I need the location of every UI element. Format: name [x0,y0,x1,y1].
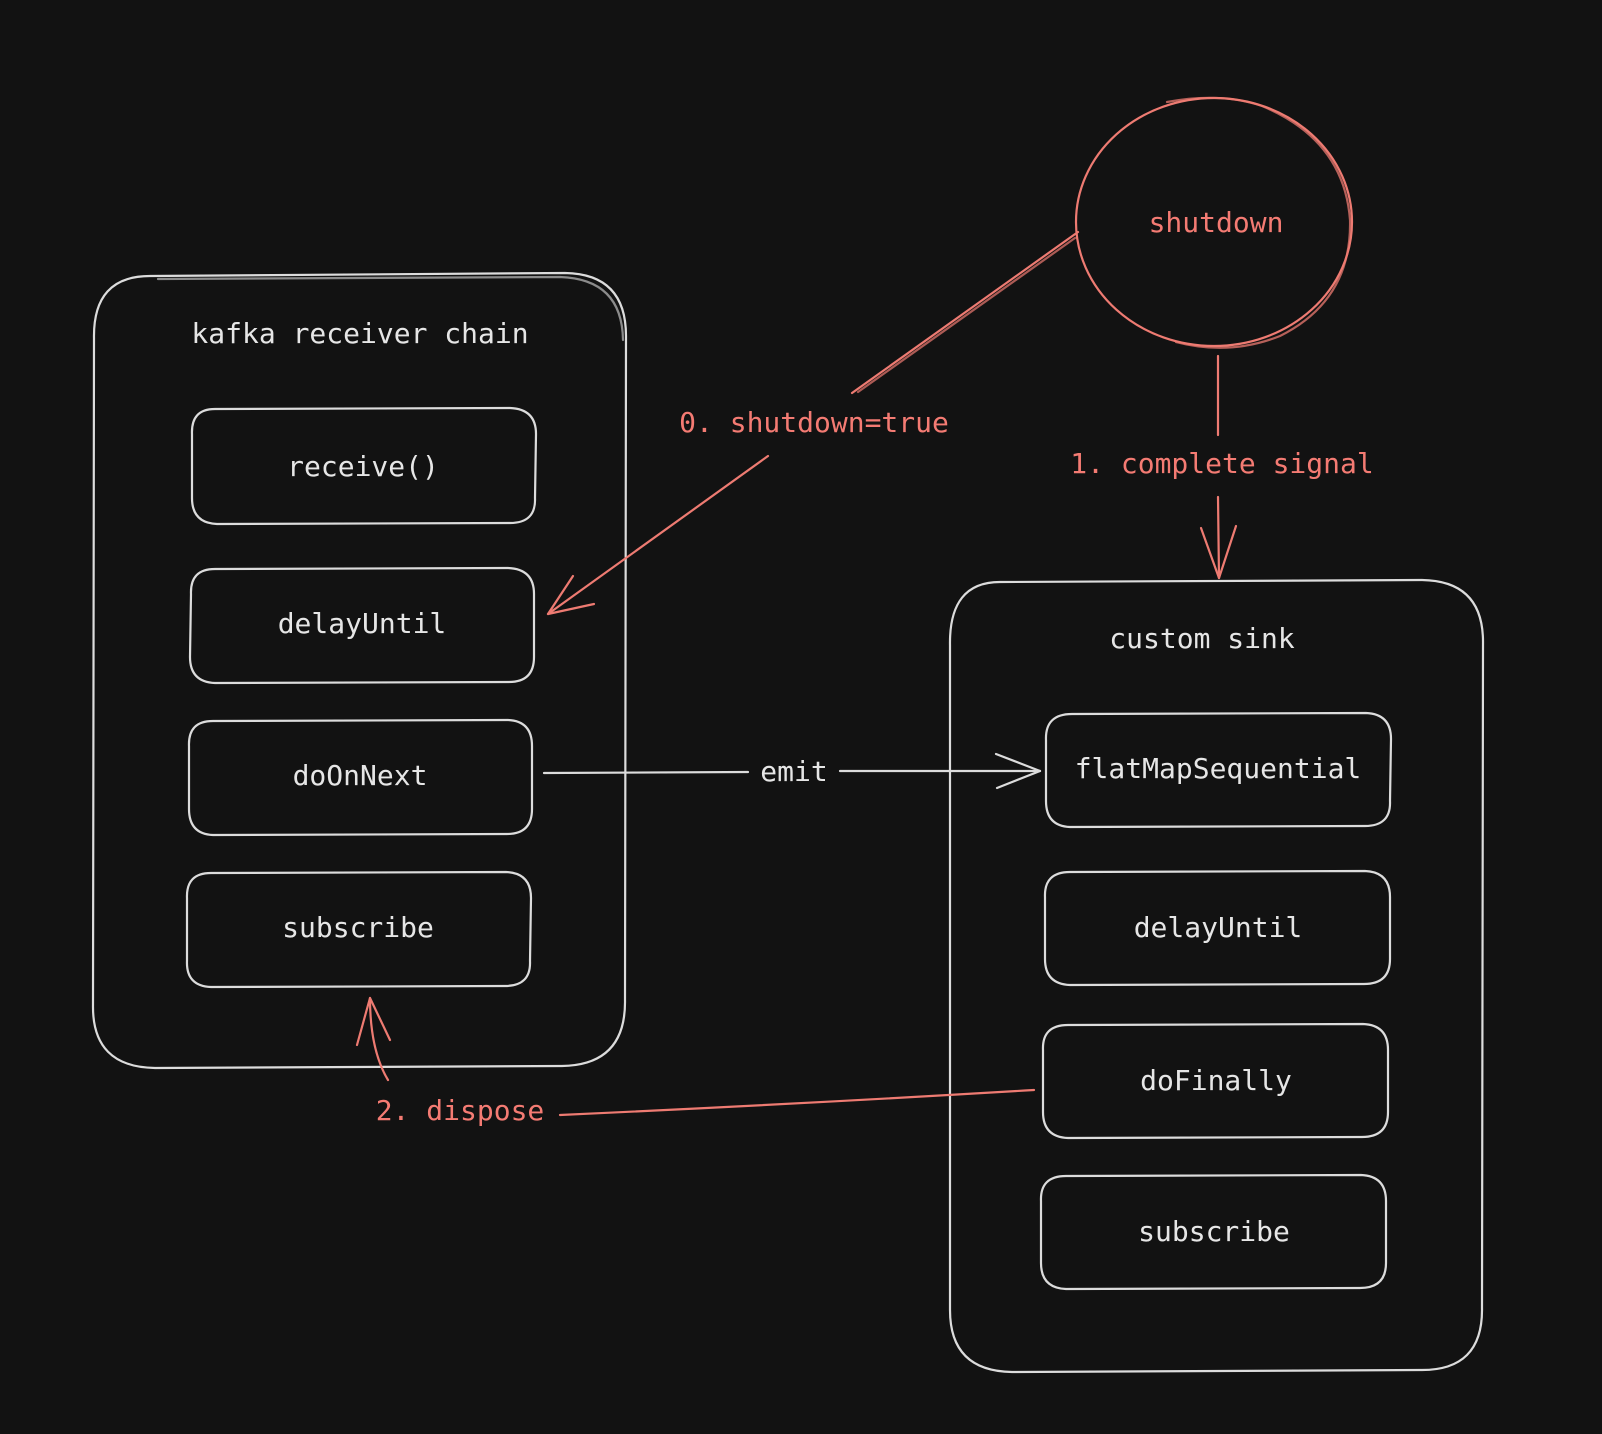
arrow-emit-label: emit [760,755,827,788]
step-do-finally: doFinally [1041,1022,1390,1140]
kafka-receiver-chain-title: kafka receiver chain [191,317,528,350]
step-delay-until-right-label: delayUntil [1134,911,1303,944]
step-flat-map-sequential-label: flatMapSequential [1075,752,1362,785]
step-receive: receive() [190,406,538,526]
arrow-complete-signal-label: 1. complete signal [1070,447,1373,480]
arrow-emit: emit [542,752,1042,790]
step-delay-until-right: delayUntil [1043,869,1392,987]
step-do-on-next: doOnNext [187,718,534,837]
step-receive-label: receive() [287,450,439,483]
shutdown-node-label: shutdown [1149,206,1284,239]
custom-sink-title: custom sink [1109,622,1295,655]
arrow-shutdown-true-label: 0. shutdown=true [679,406,949,439]
step-subscribe-right-label: subscribe [1138,1215,1290,1248]
step-do-finally-label: doFinally [1140,1064,1292,1097]
step-do-on-next-label: doOnNext [293,759,428,792]
shutdown-node: shutdown [1074,96,1354,349]
custom-sink-group: custom sink flatMapSequential delayUntil… [948,578,1485,1374]
arrow-dispose-label: 2. dispose [376,1094,545,1127]
step-flat-map-sequential: flatMapSequential [1044,711,1393,829]
step-subscribe-left: subscribe [185,870,533,989]
step-delay-until-left: delayUntil [188,566,536,685]
custom-sink-container [948,578,1485,1374]
arrow-shutdown-true: 0. shutdown=true [546,230,1080,616]
arrow-dispose: 2. dispose [355,996,1036,1127]
kafka-receiver-chain-group: kafka receiver chain receive() delayUnti… [91,271,628,1070]
step-subscribe-right: subscribe [1039,1173,1388,1291]
step-subscribe-left-label: subscribe [282,911,434,944]
container-sketch-stroke [156,275,625,342]
arrow-complete-signal: 1. complete signal [1070,354,1374,580]
step-delay-until-left-label: delayUntil [278,607,447,640]
kafka-receiver-chain-container [91,271,628,1070]
